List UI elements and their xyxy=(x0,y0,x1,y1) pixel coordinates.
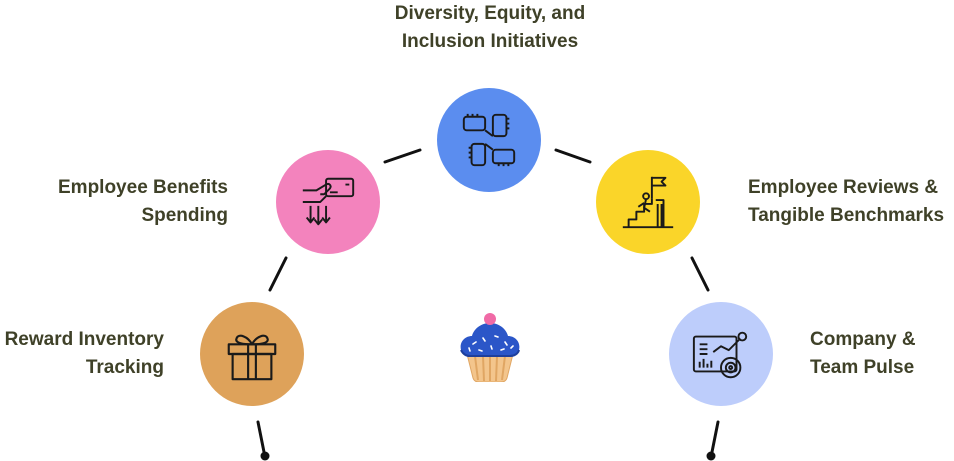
node-pulse xyxy=(669,302,773,406)
connector-reviews-pulse xyxy=(690,256,710,292)
label-pulse-line2: Team Pulse xyxy=(810,357,915,378)
label-benefits: Employee Benefits Spending xyxy=(10,174,228,230)
label-diversity-line2: Inclusion Initiatives xyxy=(401,31,579,52)
label-reward: Reward Inventory Tracking xyxy=(0,326,164,382)
card-payment-icon xyxy=(302,177,355,226)
label-reward-line1: Reward Inventory xyxy=(4,329,164,350)
node-diversity xyxy=(437,88,541,192)
label-diversity: Diversity, Equity, and Inclusion Initiat… xyxy=(380,0,600,56)
arc-end-dot-left xyxy=(260,451,270,461)
climb-to-flag-icon xyxy=(622,176,674,229)
connector-benefits-reward xyxy=(268,256,288,292)
label-reviews: Employee Reviews & Tangible Benchmarks xyxy=(748,174,954,230)
connector-pulse-end xyxy=(710,420,720,454)
connector-reward-end xyxy=(256,420,266,454)
label-benefits-line1: Employee Benefits xyxy=(58,177,228,198)
gift-icon xyxy=(227,334,277,381)
connector-benefits-diversity xyxy=(383,148,422,164)
connector-diversity-reviews xyxy=(554,148,592,164)
label-pulse: Company & Team Pulse xyxy=(810,326,950,382)
label-reward-line2: Tracking xyxy=(85,357,164,378)
hands-joined-icon xyxy=(462,113,516,167)
node-reward xyxy=(200,302,304,406)
node-reviews xyxy=(596,150,700,254)
arc-end-dot-right xyxy=(706,451,716,461)
cupcake-icon xyxy=(460,313,520,382)
label-benefits-line2: Spending xyxy=(141,205,228,226)
node-benefits xyxy=(276,150,380,254)
analytics-board-icon xyxy=(692,331,748,379)
label-pulse-line1: Company & xyxy=(810,329,916,350)
label-reviews-line1: Employee Reviews & xyxy=(748,177,939,198)
label-diversity-line1: Diversity, Equity, and xyxy=(394,3,586,24)
label-reviews-line2: Tangible Benchmarks xyxy=(748,205,945,226)
